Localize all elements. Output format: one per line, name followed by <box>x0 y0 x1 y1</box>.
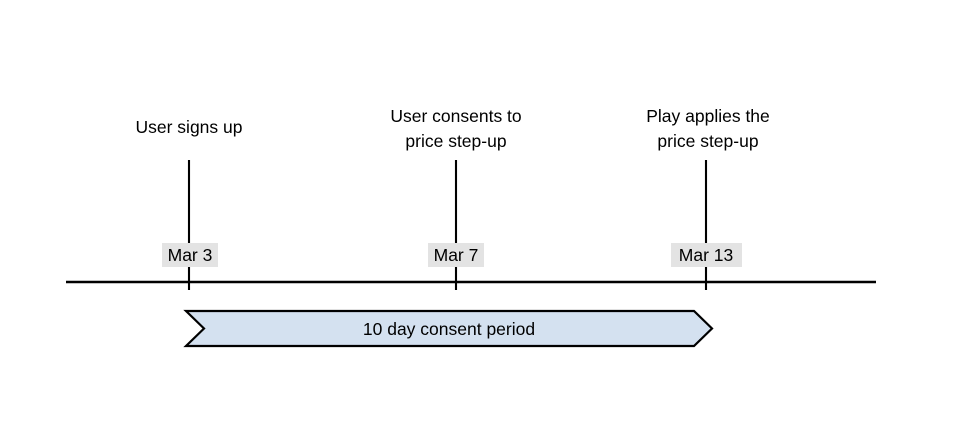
timeline-event-mar-7[interactable]: User consents to price step-up Mar 7 <box>390 106 522 290</box>
event-label-line-1: Play applies the <box>646 106 770 126</box>
banner-arrow-shape <box>183 309 714 348</box>
consent-period-banner[interactable]: 10 day consent period <box>183 309 714 348</box>
date-chip-label: Mar 3 <box>168 245 213 265</box>
event-label-line-2: price step-up <box>657 131 758 151</box>
event-label-line-1: User signs up <box>136 117 243 137</box>
date-chip-label: Mar 7 <box>434 245 479 265</box>
date-chip-background <box>162 243 218 267</box>
date-chip-background <box>428 243 484 267</box>
event-label-line-2: price step-up <box>405 131 506 151</box>
timeline-event-mar-13[interactable]: Play applies the price step-up Mar 13 <box>646 106 770 290</box>
banner-label: 10 day consent period <box>363 319 535 339</box>
timeline-event-mar-3[interactable]: User signs up Mar 3 <box>136 117 243 290</box>
event-label-line-1: User consents to <box>390 106 521 126</box>
date-chip-background <box>671 243 742 267</box>
date-chip-label: Mar 13 <box>679 245 733 265</box>
